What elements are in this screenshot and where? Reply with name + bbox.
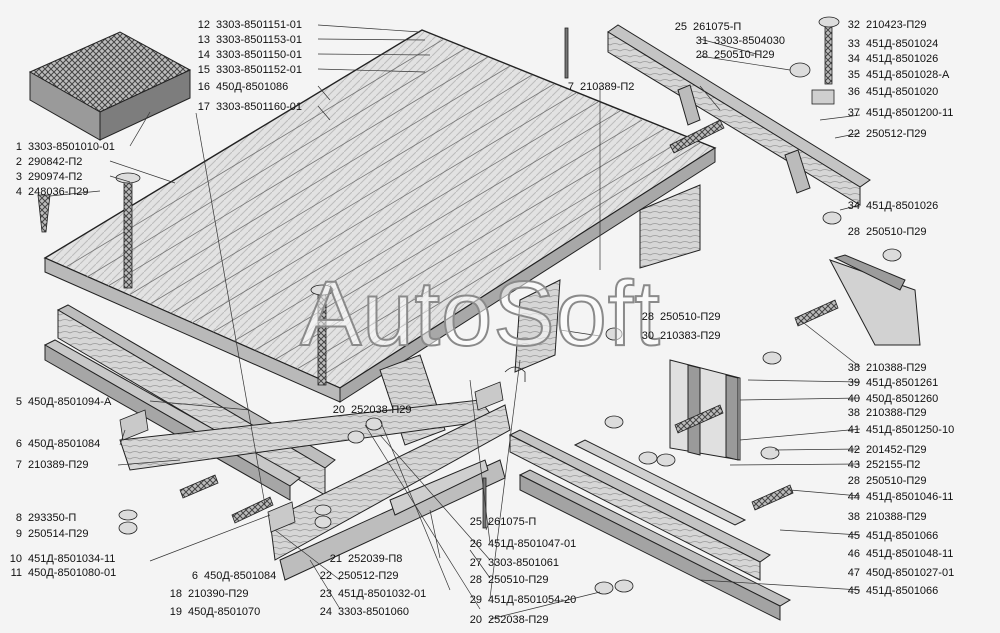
watermark-text: AutoSoft (299, 262, 661, 366)
stake-pocket (669, 359, 741, 461)
right-side-beams (508, 429, 792, 621)
platform-thumbnail (28, 31, 192, 141)
top-right-rail (607, 24, 871, 206)
floor-deck (43, 29, 717, 403)
left-side-beams (43, 304, 511, 581)
leader-lines (49, 24, 861, 620)
clips (119, 366, 526, 533)
side-bracket (828, 254, 921, 346)
bolts (37, 16, 840, 529)
nuts-washers (118, 62, 902, 595)
